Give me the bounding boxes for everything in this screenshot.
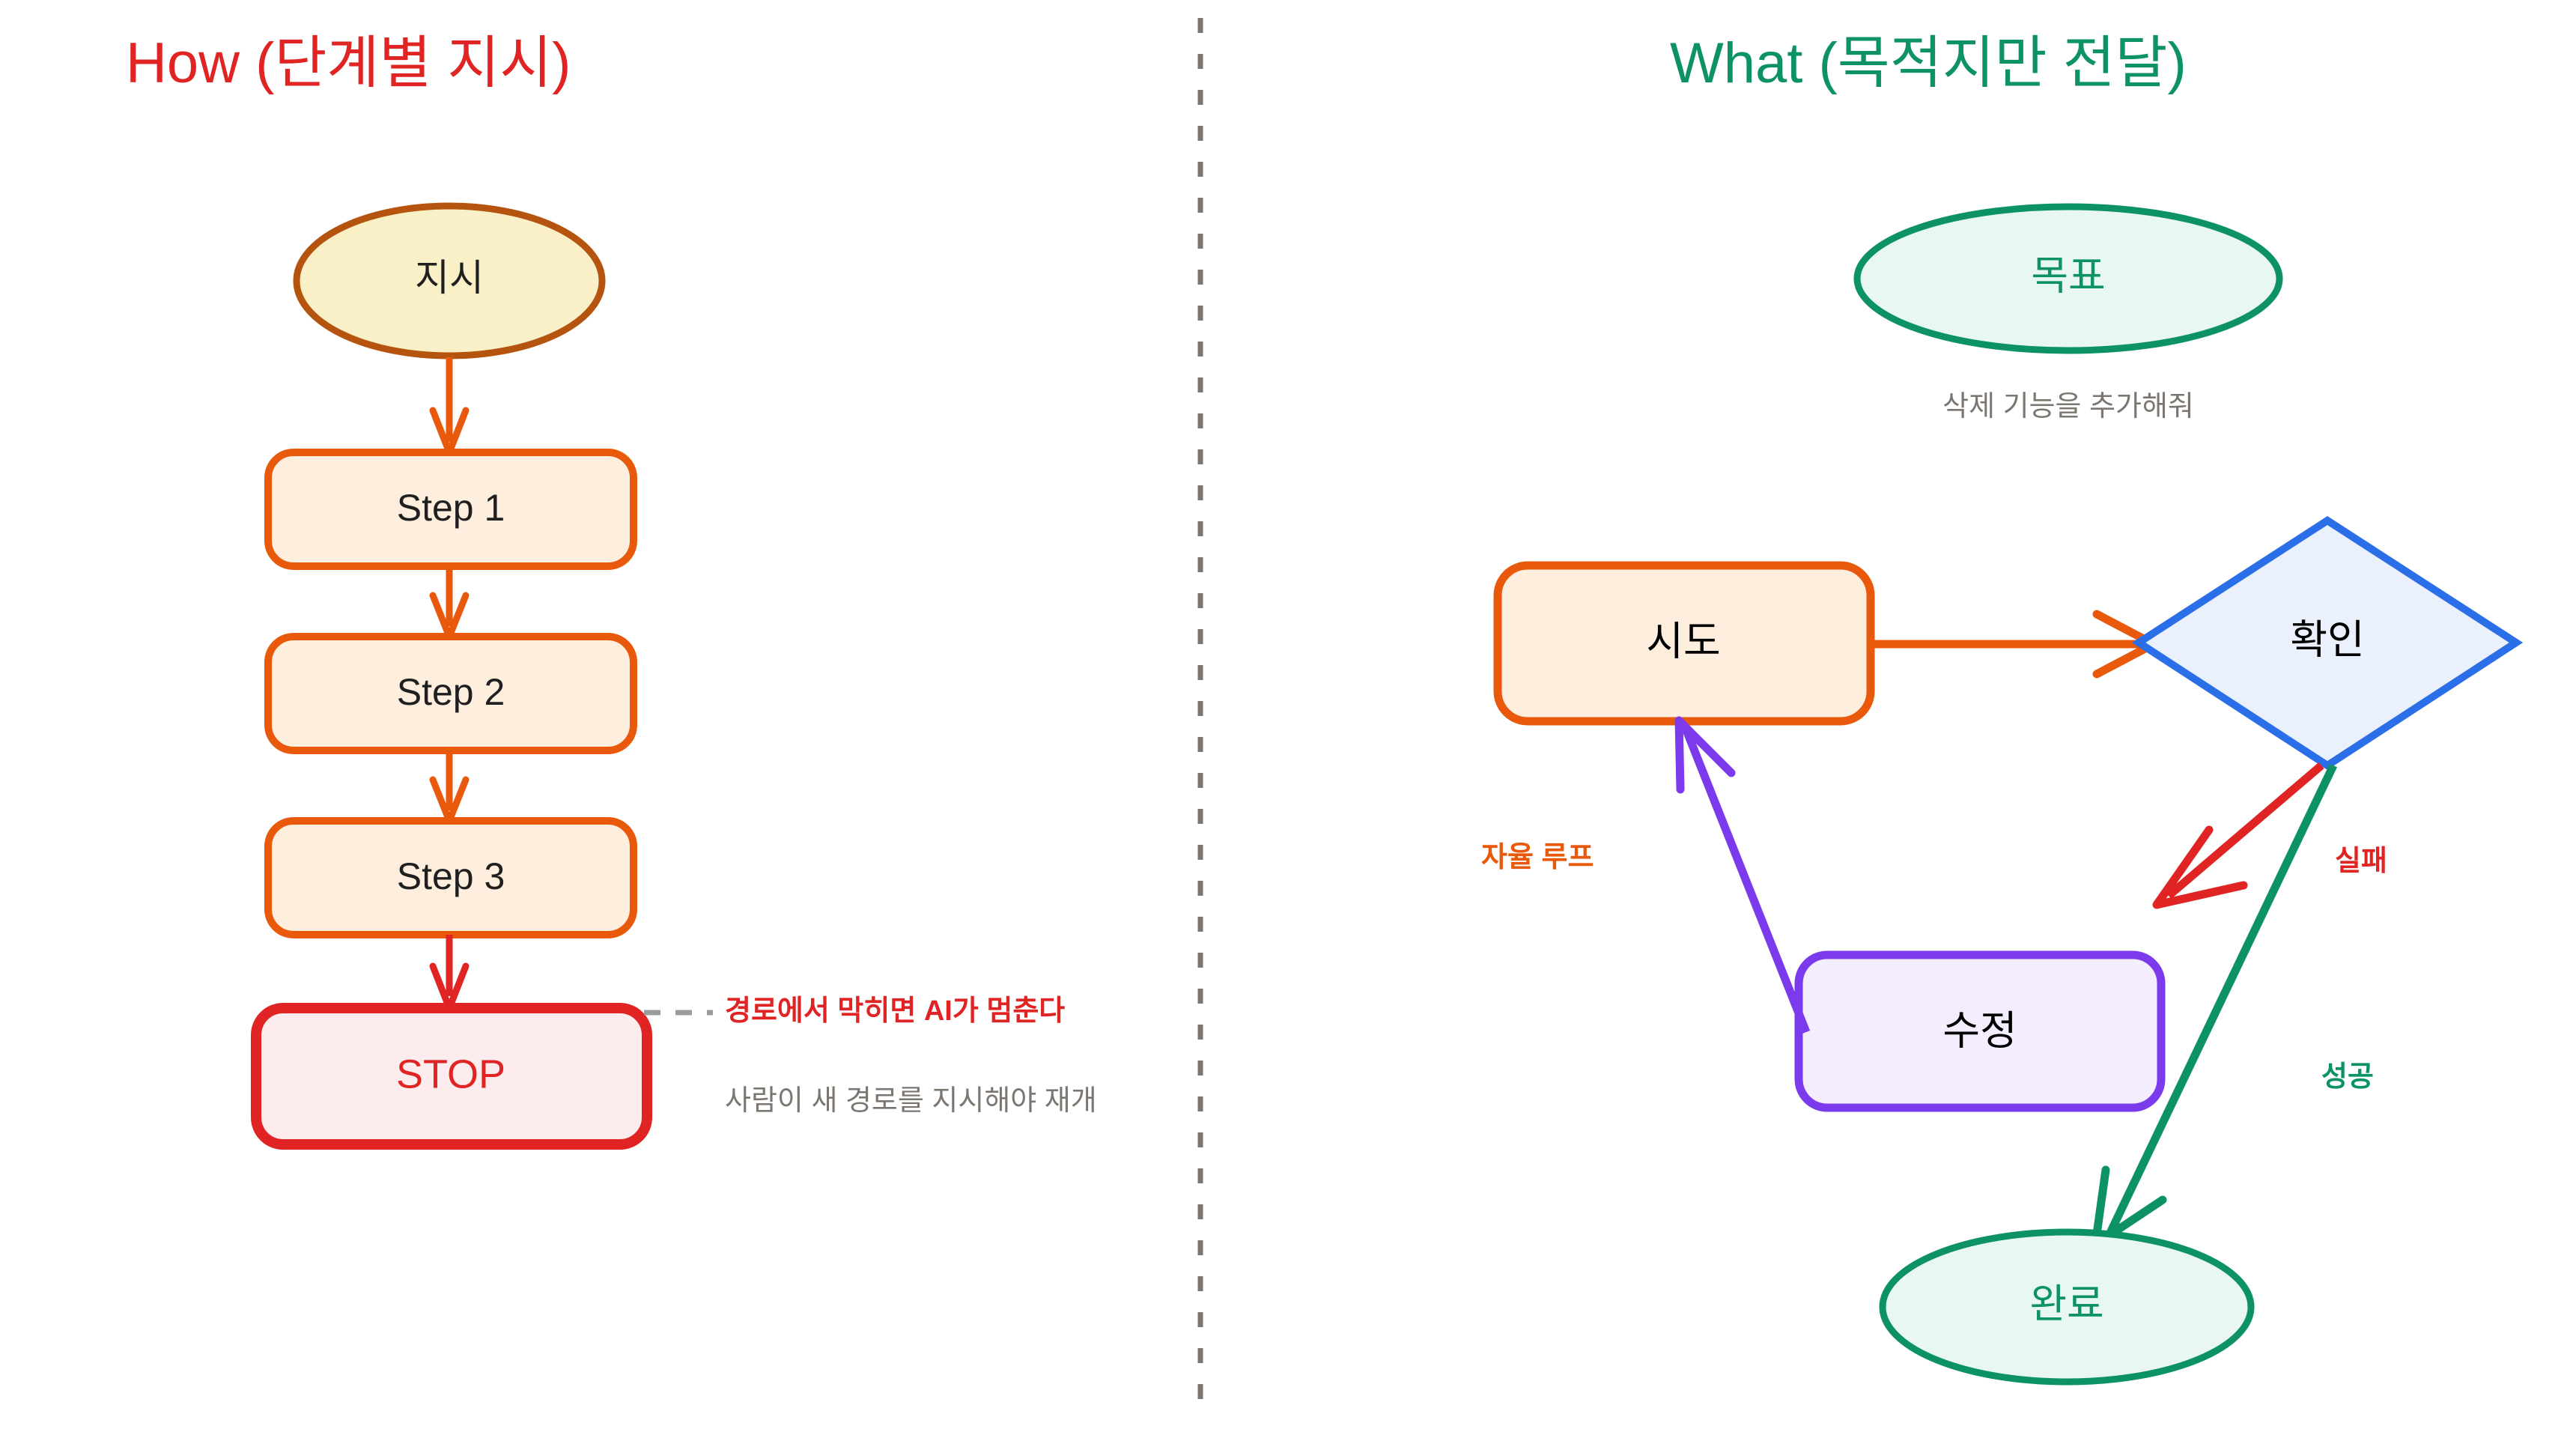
node-check-shape [2131,516,2524,770]
arrowhead-fix-to-try-loop [1674,716,1736,794]
edge-label-fail: 실패 [2335,846,2387,877]
node-fix-shape [1794,950,2166,1112]
edge-check-to-done-success [2106,763,2337,1235]
edge-fix-to-try-loop [1680,724,1811,1034]
node-step3-label: Step 3 [397,855,505,897]
node-stop-label: STOP [396,1052,505,1096]
node-start-instruction-shape [293,202,606,360]
arrowhead-check-to-fix-fail [2152,825,2248,909]
node-goal-shape [1853,203,2283,354]
node-stop-shape [251,1003,652,1150]
node-step1-label: Step 1 [397,487,505,529]
left-panel-title: How (단계별 지시) [126,31,571,95]
node-step2-label: Step 2 [397,671,505,713]
edge-label-success: 성공 [2321,1061,2374,1093]
annotation-stop-reason: 경로에서 막히면 AI가 멈춘다 [725,995,1065,1027]
node-start-instruction-label: 지시 [415,257,484,299]
node-fix-label: 수정 [1942,1008,2017,1053]
node-check-label: 확인 [2290,617,2364,662]
goal-caption: 삭제 기능을 추가해줘 [1942,391,2194,422]
node-goal-label: 목표 [2031,253,2105,298]
node-done-shape [1879,1228,2255,1386]
node-try-label: 시도 [1646,619,1720,664]
edge-label-loop: 자율 루프 [1481,842,1594,873]
right-panel-title: What (목적지만 전달) [1670,31,2187,95]
node-done-label: 완료 [2029,1281,2103,1326]
edge-check-to-fix-fail [2166,762,2324,899]
annotation-stop-resume: 사람이 새 경로를 지시해야 재개 [725,1085,1097,1117]
